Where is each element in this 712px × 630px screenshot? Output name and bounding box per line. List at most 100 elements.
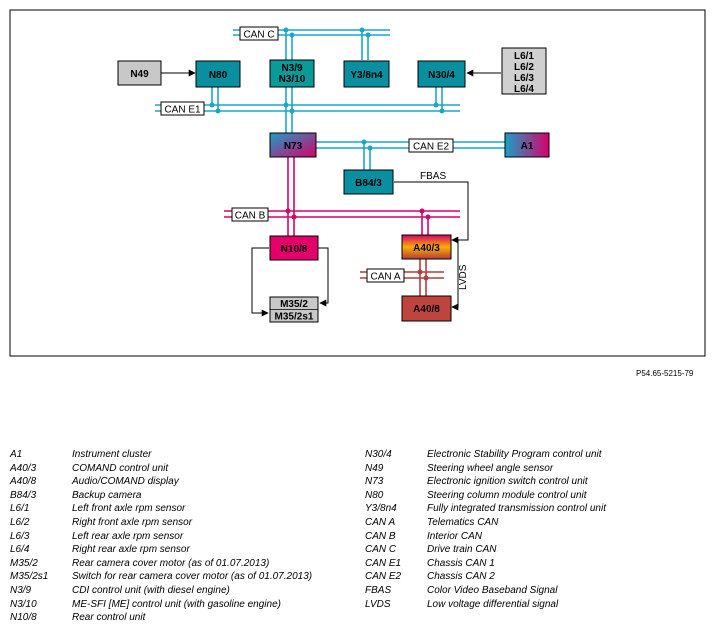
- svg-text:A1: A1: [521, 141, 534, 152]
- legend-code: N3/10: [10, 598, 37, 610]
- legend-row: A1 Instrument cluster: [10, 448, 350, 462]
- can-a-label: CAN A: [370, 272, 400, 283]
- svg-text:N30/4: N30/4: [428, 70, 455, 81]
- can-e1-bus: [155, 87, 460, 133]
- legend-row: M35/2s1 Switch for rear camera cover moto…: [10, 570, 350, 584]
- legend-code: CAN C: [365, 544, 397, 556]
- legend-row: N49 Steering wheel angle sensor: [365, 462, 705, 476]
- legend-description: ME-SFI [ME] control unit (with gasoline …: [72, 598, 281, 610]
- legend-code: CAN E2: [365, 571, 402, 583]
- legend-row: N10/8 Rear control unit: [10, 611, 350, 625]
- legend-code: Y3/8n4: [365, 503, 397, 515]
- fbas-line: [394, 181, 469, 244]
- node-a40-8: A40/8: [401, 295, 452, 322]
- legend-description: Rear camera cover motor (as of 01.07.201…: [72, 557, 270, 569]
- legend-code: L6/2: [10, 516, 30, 528]
- svg-text:N49: N49: [130, 69, 149, 80]
- legend-description: Chassis CAN 2: [427, 571, 495, 583]
- lvds-label: LVDS: [458, 264, 469, 290]
- legend-code: A1: [10, 449, 23, 460]
- node-a1: A1: [504, 132, 550, 158]
- n10-from-m35-line: [318, 247, 329, 307]
- svg-text:B84/3: B84/3: [355, 178, 382, 189]
- legend-description: COMAND control unit: [72, 462, 169, 474]
- svg-text:N10/8: N10/8: [281, 244, 308, 255]
- legend-row: Y3/8n4 Fully integrated transmission cont…: [365, 502, 705, 516]
- legend-code: A40/3: [10, 462, 37, 474]
- legend-code: N10/8: [10, 612, 37, 624]
- legend-row: N3/10 ME-SFI [ME] control unit (with gaso…: [10, 598, 350, 612]
- node-n10-8: N10/8: [269, 235, 319, 261]
- legend-description: Color Video Baseband Signal: [427, 584, 558, 596]
- legend-row: FBAS Color Video Baseband Signal: [365, 584, 705, 598]
- svg-text:Y3/8n4: Y3/8n4: [350, 70, 383, 81]
- lvds-line: [451, 239, 459, 311]
- legend-row: CAN C Drive train CAN: [365, 543, 705, 557]
- legend-description: Interior CAN: [427, 530, 483, 542]
- legend-code: LVDS: [365, 598, 391, 610]
- legend-code: M35/2s1: [10, 571, 49, 583]
- legend-description: Electronic ignition switch control unit: [427, 476, 588, 488]
- legend-description: Steering wheel angle sensor: [427, 462, 554, 474]
- node-n3-9: N3/9 N3/10: [269, 59, 315, 88]
- legend-code: FBAS: [365, 584, 392, 596]
- legend-description: Rear control unit: [72, 612, 146, 624]
- svg-text:N80: N80: [209, 70, 228, 81]
- legend-row: L6/2 Right front axle rpm sensor: [10, 516, 350, 530]
- legend-row: B84/3 Backup camera: [10, 489, 350, 503]
- legend-description: Fully integrated transmission control un…: [427, 503, 606, 515]
- node-m35-2: M35/2 M35/2s1: [269, 296, 319, 323]
- legend-description: Right front axle rpm sensor: [72, 516, 193, 528]
- legend-row: N80 Steering column module control unit: [365, 489, 705, 503]
- legend-description: Switch for rear camera cover motor (as o…: [72, 571, 313, 583]
- node-l6: L6/1 L6/2 L6/3 L6/4: [501, 47, 547, 95]
- can-e1-label: CAN E1: [164, 105, 201, 116]
- legend-code: B84/3: [10, 489, 37, 501]
- node-b84-3: B84/3: [343, 169, 394, 195]
- legend-row: CAN E2 Chassis CAN 2: [365, 570, 705, 584]
- legend-code: N30/4: [365, 449, 392, 460]
- legend-description: CDI control unit (with diesel engine): [72, 584, 230, 596]
- can-e2-label: CAN E2: [413, 142, 450, 153]
- svg-text:N3/10: N3/10: [279, 74, 306, 85]
- svg-text:N3/9: N3/9: [281, 63, 303, 74]
- node-n30-4: N30/4: [417, 60, 466, 88]
- node-n49: N49: [117, 60, 162, 86]
- legend-description: Steering column module control unit: [427, 489, 587, 501]
- can-b-label: CAN B: [235, 211, 266, 222]
- legend-code: CAN A: [365, 516, 396, 528]
- legend-description: Backup camera: [72, 489, 142, 501]
- svg-text:N73: N73: [284, 141, 303, 152]
- svg-text:L6/4: L6/4: [514, 84, 534, 95]
- legend-code: N80: [365, 489, 384, 501]
- legend-code: N73: [365, 476, 384, 488]
- legend-code: CAN E1: [365, 557, 402, 569]
- legend-description: Instrument cluster: [72, 449, 152, 460]
- legend-description: Telematics CAN: [427, 516, 499, 528]
- legend-description: Low voltage differential signal: [427, 598, 559, 610]
- legend-code: N49: [365, 462, 384, 474]
- node-n73: N73: [269, 132, 317, 158]
- legend-row: A40/3 COMAND control unit: [10, 462, 350, 476]
- fbas-label: FBAS: [420, 171, 446, 182]
- network-diagram: CAN C CAN E1 CAN E2 CAN B CAN A FBAS LVD…: [9, 9, 706, 357]
- legend-description: Left front axle rpm sensor: [72, 503, 186, 515]
- svg-text:L6/3: L6/3: [514, 73, 534, 84]
- legend-code: L6/4: [10, 544, 30, 556]
- legend-row: LVDS Low voltage differential signal: [365, 598, 705, 612]
- legend-row: CAN A Telematics CAN: [365, 516, 705, 530]
- node-n80: N80: [195, 60, 241, 88]
- svg-text:L6/2: L6/2: [514, 62, 534, 73]
- legend-row: N73 Electronic ignition switch control un…: [365, 475, 705, 489]
- reference-code: P54.65-5215-79: [636, 369, 694, 378]
- legend-description: Drive train CAN: [427, 544, 497, 556]
